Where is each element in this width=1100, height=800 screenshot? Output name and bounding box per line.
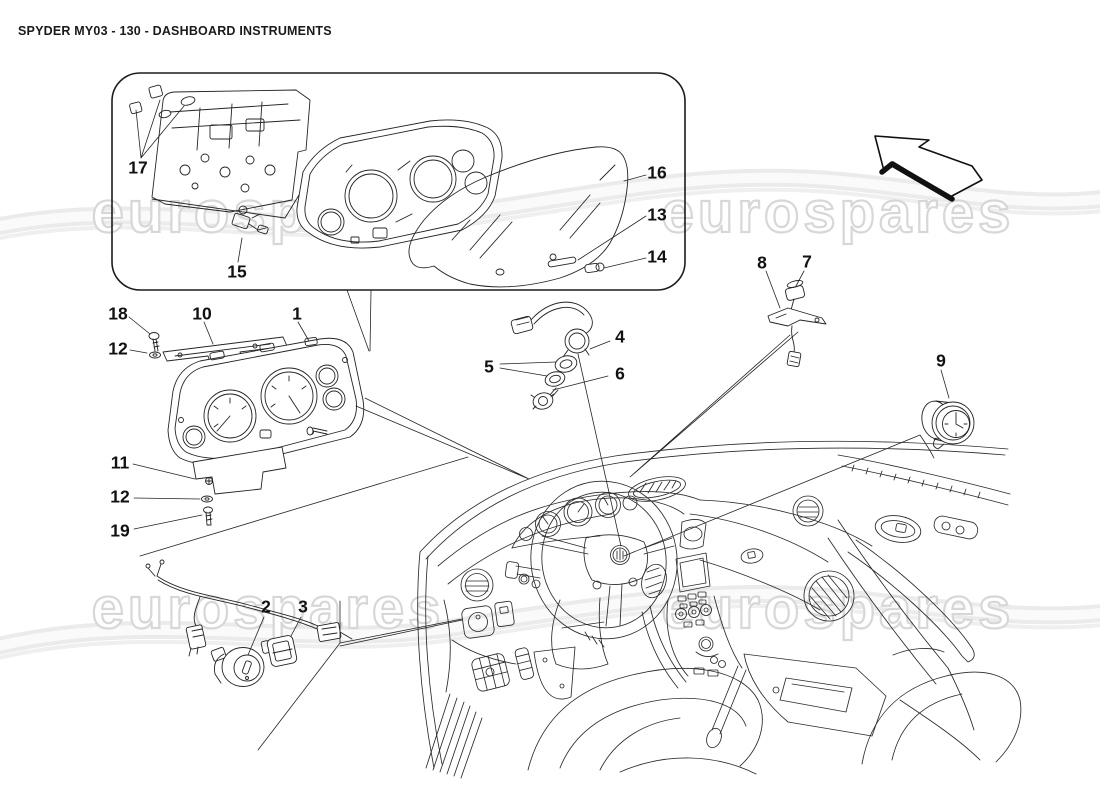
part-callout-6[interactable]: 6: [615, 363, 625, 384]
part-callout-8[interactable]: 8: [757, 252, 767, 273]
part-callout-12[interactable]: 12: [108, 338, 128, 359]
clock-drawing: [623, 369, 975, 557]
interior-drawing: [417, 440, 1022, 779]
part-callout-18[interactable]: 18: [108, 303, 128, 324]
part-callout-16[interactable]: 16: [647, 162, 667, 183]
direction-arrow-icon: [874, 135, 983, 202]
part-callout-13[interactable]: 13: [647, 204, 667, 225]
watermark-text: eurospares: [662, 576, 1015, 641]
part-callout-4[interactable]: 4: [615, 326, 625, 347]
part-callout-19[interactable]: 19: [110, 520, 130, 541]
part-callout-10[interactable]: 10: [192, 303, 212, 324]
page-title: SPYDER MY03 - 130 - DASHBOARD INSTRUMENT…: [18, 24, 332, 38]
part-callout-3[interactable]: 3: [298, 596, 308, 617]
part-callout-11[interactable]: 11: [110, 452, 130, 473]
part-callout-17[interactable]: 17: [128, 157, 148, 178]
part-callout-1[interactable]: 1: [292, 303, 302, 324]
part-callout-14[interactable]: 14: [647, 246, 667, 267]
detail-inset-box: [111, 72, 686, 291]
switch-group-drawing: [139, 456, 469, 751]
bracket-sensor-drawing: [629, 270, 827, 478]
part-callout-9[interactable]: 9: [936, 350, 946, 371]
sensor-group-drawing: [499, 301, 622, 547]
part-callout-15[interactable]: 15: [227, 261, 247, 282]
watermark-text: eurospares: [92, 576, 445, 641]
part-callout-12b[interactable]: 12: [110, 486, 130, 507]
part-callout-5[interactable]: 5: [484, 356, 494, 377]
part-callout-2[interactable]: 2: [261, 596, 271, 617]
part-callout-7[interactable]: 7: [802, 251, 812, 272]
cluster-assembly-drawing: [128, 289, 530, 530]
watermark-text: eurospares: [662, 180, 1015, 245]
inset-detail-drawing: [129, 84, 647, 288]
